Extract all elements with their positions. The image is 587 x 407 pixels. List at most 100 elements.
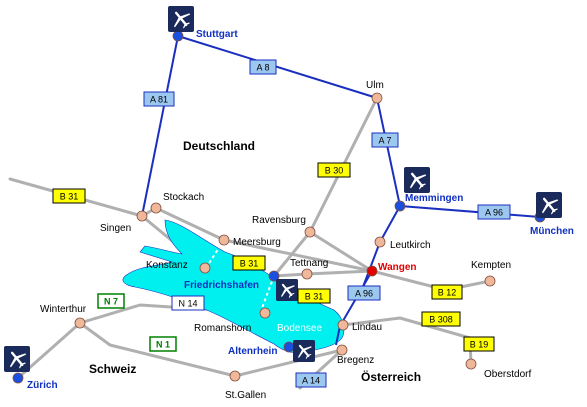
- airplane-icon[interactable]: [168, 6, 195, 33]
- label-stockach: Stockach: [163, 192, 204, 203]
- airplane-icon[interactable]: [4, 346, 31, 373]
- road-ravensburg-friedrichshafen: [272, 230, 312, 278]
- svg-text:B 31: B 31: [60, 192, 79, 202]
- svg-text:A 96: A 96: [485, 208, 503, 218]
- airplane-icon[interactable]: [404, 167, 431, 194]
- shield-b308: B 308: [421, 311, 461, 327]
- label-konstanz: Konstanz: [146, 260, 188, 271]
- shield-n1: N 1: [149, 336, 177, 352]
- label-memmingen: Memmingen: [405, 193, 463, 204]
- label-leutkirch: Leutkirch: [390, 240, 431, 251]
- road-wangen-kempten: [370, 269, 492, 292]
- autobahn-a81: [141, 35, 179, 217]
- dot-romanshorn[interactable]: [259, 307, 271, 319]
- svg-text:B 308: B 308: [429, 315, 453, 325]
- dot-stuttgart[interactable]: [172, 30, 184, 42]
- shield-ch14: N 14: [171, 295, 205, 311]
- svg-text:B 31: B 31: [305, 292, 324, 302]
- label-romanshorn: Romanshorn: [194, 323, 251, 334]
- shield-a7: A 7: [371, 132, 399, 148]
- label-ulm: Ulm: [366, 80, 384, 91]
- label-meersburg: Meersburg: [233, 237, 281, 248]
- shield-a8: A 8: [249, 59, 277, 75]
- road-stockach-meersburg: [154, 206, 226, 242]
- country-label-deutschland: Deutschland: [183, 139, 255, 153]
- dot-stockach[interactable]: [150, 202, 162, 214]
- country-label-schweiz: Schweiz: [89, 362, 136, 376]
- road-fn-tettnang: [272, 272, 309, 278]
- label-kempten: Kempten: [471, 260, 511, 271]
- airplane-icon[interactable]: [536, 192, 563, 219]
- dot-zuerich[interactable]: [12, 372, 24, 384]
- dot-ulm[interactable]: [371, 92, 383, 104]
- svg-text:B 19: B 19: [470, 340, 489, 350]
- label-bregenz: Bregenz: [337, 355, 374, 366]
- airplane-icon[interactable]: [276, 279, 299, 302]
- label-singen: Singen: [100, 223, 131, 234]
- lake-label: Bodensee: [277, 323, 322, 334]
- label-muenchen: München: [530, 226, 574, 237]
- shield-n7: N 7: [97, 293, 125, 309]
- road-shields: A 8 A 81 A 7 A 96 A 96 A 14 B 30 B: [52, 59, 511, 388]
- label-friedrichshafen: Friedrichshafen: [184, 280, 259, 291]
- dot-tettnang[interactable]: [301, 268, 313, 280]
- road-winterthur-stgallen: [78, 321, 237, 378]
- place-markers: [12, 30, 546, 384]
- dot-ravensburg[interactable]: [304, 226, 316, 238]
- road-meersburg-wangen: [222, 238, 374, 273]
- autobahn-a96-east: [399, 205, 541, 218]
- shield-b31-west: B 31: [52, 188, 86, 204]
- dot-oberstdorf[interactable]: [465, 358, 477, 370]
- dot-lindau[interactable]: [337, 319, 349, 331]
- label-tettnang: Tettnang: [290, 258, 328, 269]
- shield-b31-fn: B 31: [297, 288, 331, 304]
- shield-a96-south: A 96: [347, 285, 381, 301]
- svg-text:B 31: B 31: [240, 259, 259, 269]
- dot-bregenz[interactable]: [336, 344, 348, 356]
- dot-leutkirch[interactable]: [374, 236, 386, 248]
- svg-text:A 7: A 7: [378, 136, 391, 146]
- dot-konstanz[interactable]: [199, 262, 211, 274]
- shield-b19: B 19: [463, 336, 495, 352]
- dot-singen[interactable]: [136, 210, 148, 222]
- dot-stgallen[interactable]: [229, 370, 241, 382]
- label-stgallen: St.Gallen: [225, 390, 266, 401]
- label-winterthur: Winterthur: [40, 304, 87, 315]
- label-altenrhein: Altenrhein: [228, 346, 277, 357]
- dot-winterthur[interactable]: [74, 317, 86, 329]
- place-labels: Stuttgart Ulm Memmingen München Stockach…: [27, 29, 574, 401]
- label-lindau: Lindau: [352, 322, 382, 333]
- label-zuerich: Zürich: [27, 380, 58, 391]
- road-tettnang-wangen: [305, 269, 374, 276]
- svg-text:N 14: N 14: [178, 299, 197, 309]
- shield-a96-east: A 96: [477, 204, 511, 220]
- label-oberstdorf: Oberstdorf: [484, 369, 531, 380]
- svg-text:N 7: N 7: [104, 297, 118, 307]
- svg-text:B 30: B 30: [325, 166, 344, 176]
- dot-wangen[interactable]: [366, 265, 378, 277]
- svg-text:B 12: B 12: [438, 288, 457, 298]
- dot-meersburg[interactable]: [218, 234, 230, 246]
- shield-b30: B 30: [317, 162, 351, 178]
- label-ravensburg: Ravensburg: [252, 215, 306, 226]
- dot-memmingen[interactable]: [394, 200, 406, 212]
- dot-friedrichshafen[interactable]: [268, 270, 280, 282]
- dot-kempten[interactable]: [484, 275, 496, 287]
- shield-b12: B 12: [431, 284, 463, 300]
- country-label-oesterreich: Österreich: [361, 369, 421, 384]
- svg-text:A 8: A 8: [256, 63, 269, 73]
- shield-a81: A 81: [143, 91, 175, 107]
- road-ravensburg-wangen: [308, 230, 374, 273]
- svg-text:A 96: A 96: [355, 289, 373, 299]
- airplane-icon[interactable]: [293, 340, 316, 363]
- autobahn-a8: [177, 35, 378, 99]
- label-stuttgart: Stuttgart: [196, 29, 238, 40]
- label-wangen: Wangen: [378, 262, 417, 273]
- svg-text:A 81: A 81: [150, 95, 168, 105]
- svg-text:A 14: A 14: [302, 376, 320, 386]
- dot-altenrhein[interactable]: [283, 341, 295, 353]
- shield-a14: A 14: [295, 372, 327, 388]
- road-stgallen-bregenz: [233, 348, 344, 378]
- svg-text:N 1: N 1: [156, 340, 170, 350]
